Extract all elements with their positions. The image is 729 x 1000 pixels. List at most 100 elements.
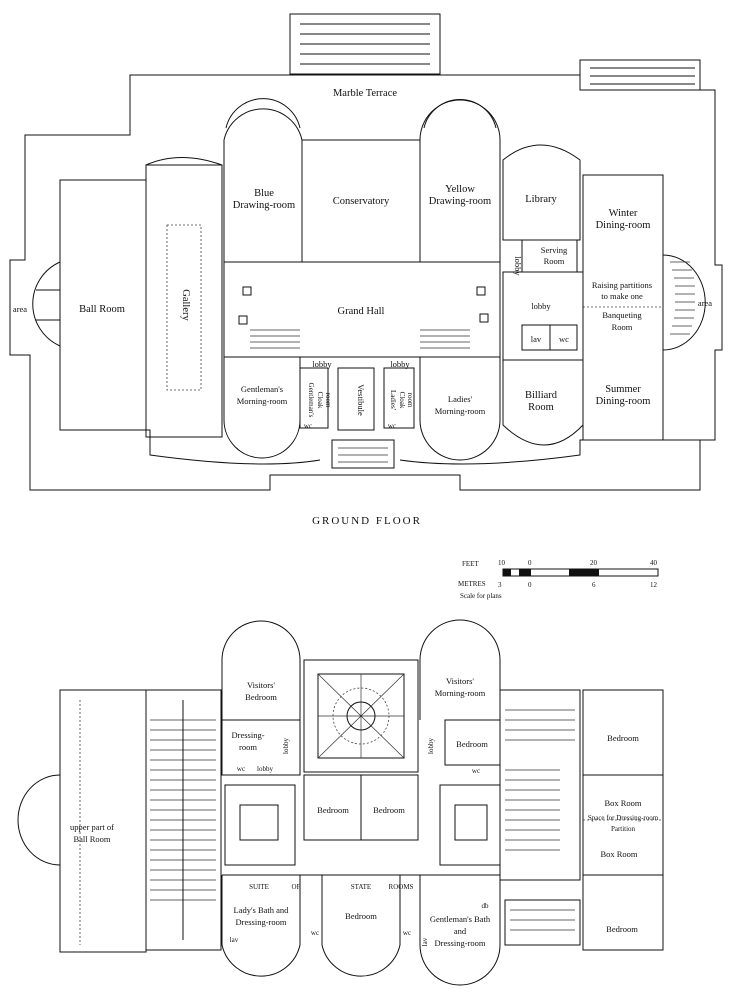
middle-bedrooms-walls — [224, 774, 501, 866]
bedroom-state-label: Bedroom — [345, 911, 377, 921]
grand-hall-walls — [223, 261, 501, 358]
yellow-drawing-label-2: Drawing-room — [429, 196, 491, 207]
south-rooms-walls — [223, 357, 501, 469]
lav-a-label: lav — [230, 936, 239, 944]
lobby-right-label: lobby — [390, 359, 410, 369]
gent-morning-label-1: Gentleman's — [241, 384, 283, 394]
blue-drawing-label-1: Blue — [254, 188, 274, 199]
lav-label: lav — [531, 334, 542, 344]
metres-tick-0: 0 — [528, 581, 532, 589]
billiard-label-2: Room — [528, 402, 554, 413]
lobby-b-label: lobby — [257, 765, 273, 773]
visitors-bed-label-2: Bedroom — [245, 692, 277, 702]
conservatory-label: Conservatory — [333, 196, 390, 207]
metres-tick-6: 6 — [592, 581, 596, 589]
lobby-a-label: lobby — [282, 738, 290, 754]
scale-bar: FEET 10 0 20 40 METRES 3 0 6 12 Scale fo… — [458, 559, 659, 600]
wc-label: wc — [559, 334, 569, 344]
yellow-drawing-label-1: Yellow — [445, 184, 475, 195]
gallery-walls — [145, 157, 223, 438]
ladies-morning-label-1: Ladies' — [448, 394, 473, 404]
library-label: Library — [525, 194, 557, 205]
east-wing-walls — [502, 271, 584, 446]
central-skylight — [303, 659, 419, 773]
scale-note: Scale for plans — [460, 592, 502, 600]
upper-ball-label-2: Ball Room — [73, 834, 110, 844]
ball-room-label: Ball Room — [79, 304, 125, 315]
rooms-label: ROOMS — [389, 883, 414, 891]
of-label: OF — [292, 883, 301, 891]
south-facade-line — [60, 429, 700, 465]
space-dressing-label: Space for Dressing-room — [588, 814, 659, 822]
gent-cloak-label-2: Cloak — [316, 392, 324, 409]
serving-room-label-2: Room — [544, 256, 565, 266]
ladies-morning-label-2: Morning-room — [435, 406, 486, 416]
box-room-1-label: Box Room — [604, 798, 641, 808]
bedroom-center-2-label: Bedroom — [373, 805, 405, 815]
feet-label: FEET — [462, 560, 479, 568]
feet-tick-40: 40 — [650, 559, 658, 567]
db-label: db — [482, 902, 490, 910]
lobby-east2-label: lobby — [531, 301, 551, 311]
lobby-east-label: lobby — [513, 256, 523, 276]
dressing-label-1: Dressing- — [231, 730, 264, 740]
summer-dining-label-2: Dining-room — [596, 396, 651, 407]
feet-tick-20: 20 — [590, 559, 598, 567]
vestibule-label: Vestibule — [356, 384, 366, 416]
wc-a-label: wc — [237, 765, 245, 773]
visitors-morning-label-2: Morning-room — [435, 688, 486, 698]
lav-b-label: lav — [421, 937, 429, 946]
area-left-label: area — [13, 304, 27, 314]
upper-ball-room-walls — [17, 689, 147, 953]
bedroom-center-1-label: Bedroom — [317, 805, 349, 815]
gent-morning-label-2: Morning-room — [237, 396, 288, 406]
dressing-label-2: room — [239, 742, 257, 752]
bedroom-bottom-right-label: Bedroom — [606, 924, 638, 934]
ladies-cloak-label-2: Cloak — [398, 392, 406, 409]
serving-room-label-1: Serving — [541, 245, 568, 255]
ladies-cloak-label-1: Ladies' — [389, 390, 397, 410]
lobby-c-label: lobby — [427, 738, 435, 754]
lady-bath-label-1: Lady's Bath and — [234, 905, 290, 915]
box-room-2-label: Box Room — [600, 849, 637, 859]
grand-hall-label: Grand Hall — [338, 306, 385, 317]
raising-partitions-label-1: Raising partitions — [592, 280, 652, 290]
wc-b-label: wc — [472, 767, 480, 775]
wc-c-label: wc — [311, 929, 319, 937]
gent-cloak-label-3: room — [324, 393, 332, 408]
metres-tick-3: 3 — [498, 581, 502, 589]
visitors-morning-label-1: Visitors' — [446, 676, 474, 686]
terrace-steps — [289, 13, 701, 91]
wc-small-right-label: wc — [388, 422, 396, 430]
marble-terrace-label: Marble Terrace — [333, 88, 397, 99]
banqueting-label-2: Room — [612, 322, 633, 332]
visitors-bedroom-walls — [221, 620, 301, 776]
blue-drawing-label-2: Drawing-room — [233, 200, 295, 211]
suite-label: SUITE — [249, 883, 269, 891]
first-floor-plan: Visitors' Bedroom Visitors' Morning-room… — [17, 619, 664, 986]
ladies-cloak-label-3: room — [406, 393, 414, 408]
wc-small-left-label: wc — [304, 422, 312, 430]
winter-dining-label-1: Winter — [609, 208, 638, 219]
bedroom-e1-label: Bedroom — [456, 739, 488, 749]
gent-cloak-label-1: Gentleman's — [307, 383, 315, 418]
ground-floor-caption: GROUND FLOOR — [312, 515, 422, 527]
partition-label: Partition — [611, 825, 636, 833]
feet-tick-10: 10 — [498, 559, 506, 567]
wc-d-label: wc — [403, 929, 411, 937]
summer-dining-label-1: Summer — [605, 384, 641, 395]
upper-ball-label-1: upper part of — [70, 822, 114, 832]
billiard-label-1: Billiard — [525, 390, 558, 401]
lady-bath-label-2: Dressing-room — [236, 917, 287, 927]
state-label: STATE — [351, 883, 371, 891]
visitors-bed-label-1: Visitors' — [247, 680, 275, 690]
raising-partitions-label-2: to make one — [601, 291, 643, 301]
blue-drawing-room-walls — [223, 98, 303, 262]
banqueting-label-1: Banqueting — [602, 310, 642, 320]
gent-bath-label-1: Gentleman's Bath — [430, 914, 491, 924]
metres-tick-12: 12 — [650, 581, 658, 589]
east-stairs — [499, 689, 581, 881]
metres-label: METRES — [458, 580, 486, 588]
lobby-left-label: lobby — [312, 359, 332, 369]
